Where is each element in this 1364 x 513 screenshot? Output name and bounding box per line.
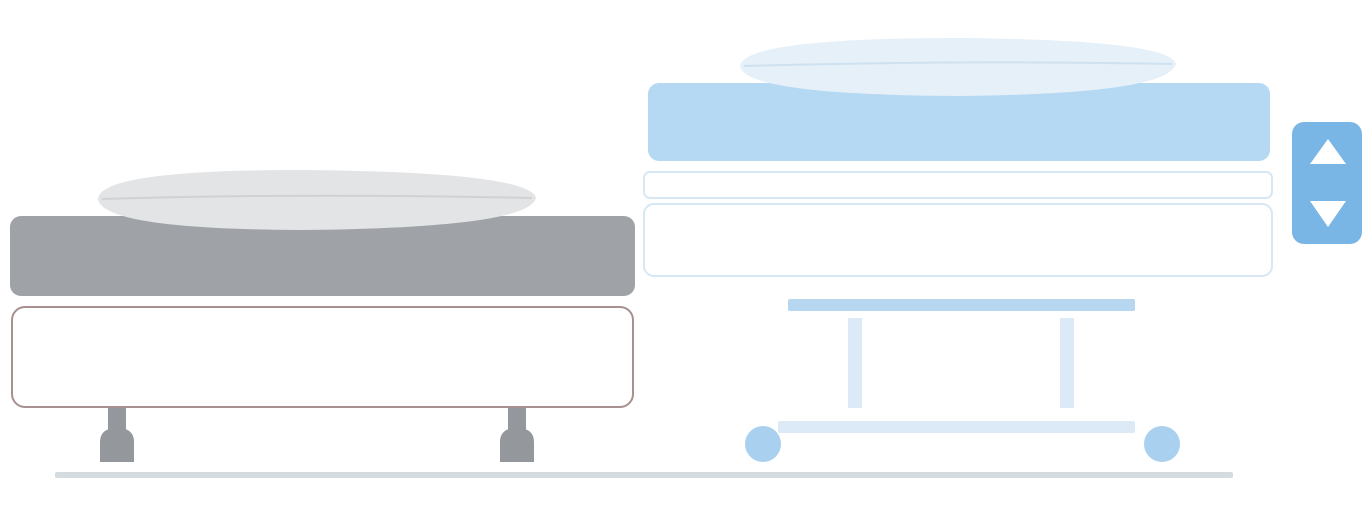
standard-bed-leg-right [500, 406, 534, 462]
adjustable-bed-top-rail [788, 299, 1135, 311]
adjustable-bed-wheel-left [745, 426, 781, 462]
adjustable-bed-pillow [740, 38, 1176, 96]
adjustable-bed [644, 38, 1272, 462]
lower-bed-button[interactable] [1292, 183, 1362, 244]
adjustable-bed-wheel-right [1144, 426, 1180, 462]
adjustable-bed-bottom-rail [778, 421, 1135, 433]
adjustable-bed-post-left [848, 318, 862, 408]
adjustable-bed-post-right [1060, 318, 1074, 408]
standard-bed-leg-left [100, 406, 134, 462]
standard-bed-pillow [98, 170, 536, 230]
standard-bed [10, 170, 635, 462]
adjustable-bed-base-lower [644, 204, 1272, 276]
adjustable-bed-base-upper [644, 172, 1272, 198]
standard-bed-base [12, 307, 633, 407]
height-control [1292, 122, 1362, 244]
floor-line [55, 472, 1233, 478]
raise-bed-button[interactable] [1292, 122, 1362, 183]
